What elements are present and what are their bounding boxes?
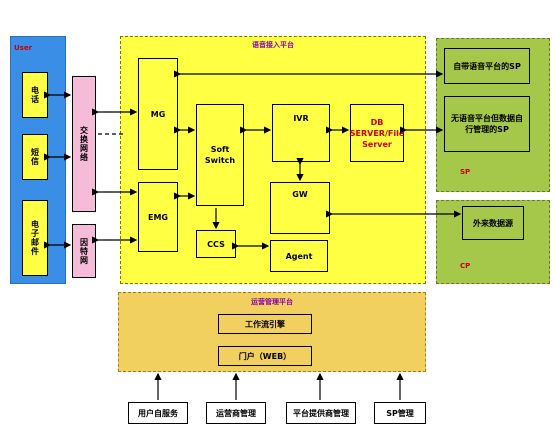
voice-platform-title: 语音接入平台 (252, 41, 294, 49)
sp-own-voice-box: 自带语音平台的SP (444, 48, 530, 84)
user-title: User (14, 44, 33, 52)
softswitch-box: Soft Switch (196, 104, 244, 206)
operator-mgmt-box: 运营商管理 (206, 402, 266, 424)
emg-box: EMG (138, 182, 178, 252)
agent-box: Agent (270, 240, 328, 272)
external-data-box: 外来数据源 (462, 206, 524, 240)
email-box: 电子邮件 (22, 200, 48, 276)
ops-title: 运营管理平台 (251, 298, 293, 306)
platform-provider-mgmt-box: 平台提供商管理 (286, 402, 356, 424)
mg-box: MG (138, 58, 178, 170)
workflow-engine-box: 工作流引擎 (218, 314, 312, 334)
portal-box: 门户（WEB） (218, 346, 312, 366)
gw-box: GW (270, 182, 330, 234)
sms-box: 短信 (22, 134, 48, 180)
sp-title: SP (460, 168, 471, 176)
internet-box: 因特网 (72, 224, 96, 278)
cp-title: CP (460, 262, 471, 270)
sp-mgmt-box: SP管理 (374, 402, 426, 424)
user-self-service-box: 用户自服务 (128, 402, 188, 424)
sp-no-voice-box: 无语音平台但数据自行管理的SP (444, 96, 530, 152)
db-server-box: DB SERVER/File Server (350, 104, 404, 162)
